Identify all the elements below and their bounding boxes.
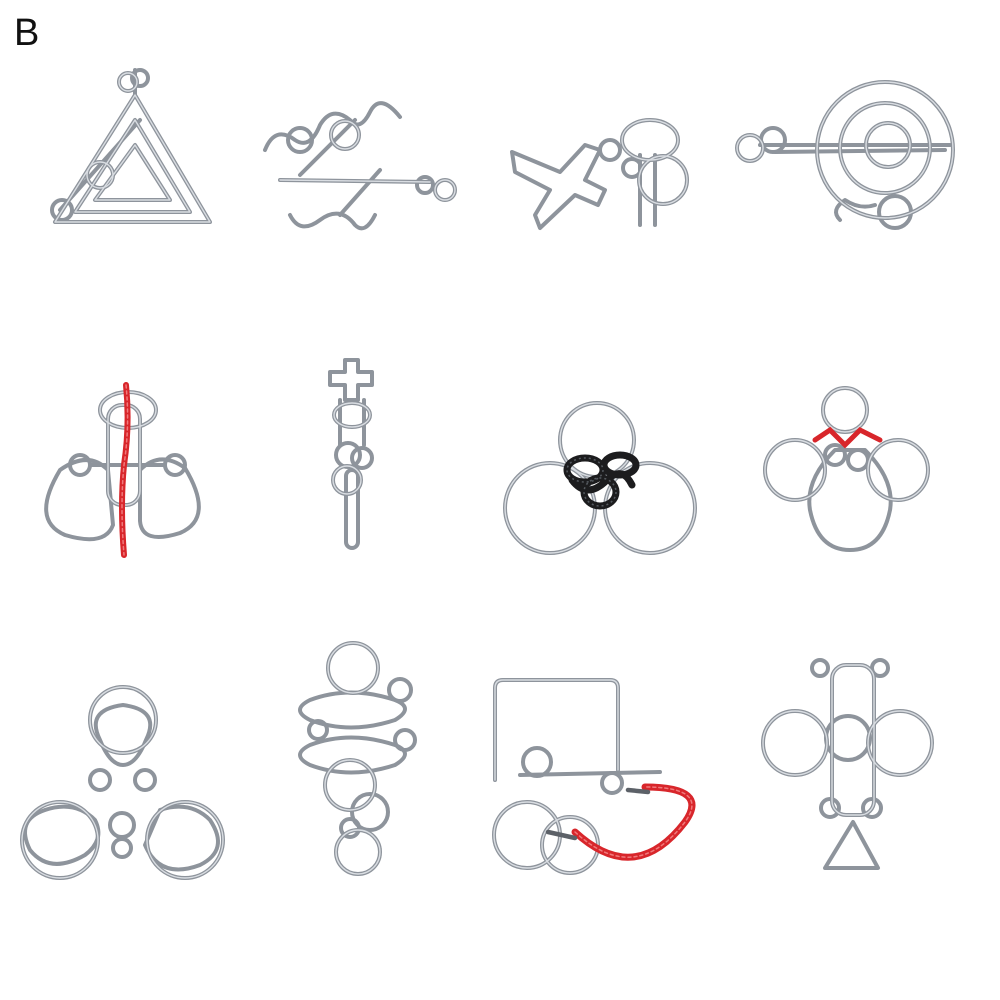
puzzle-square-rope <box>492 678 696 875</box>
puzzle-ring-figure <box>298 641 417 876</box>
puzzle-key <box>328 358 374 550</box>
puzzle-trefoil <box>20 685 225 880</box>
puzzle-airplane <box>510 118 689 230</box>
puzzle-triangle-base <box>761 658 934 870</box>
puzzle-spiral <box>735 80 955 230</box>
puzzle-teardrop-rings <box>763 386 930 552</box>
puzzle-horseshoe-rope <box>44 382 201 558</box>
puzzle-triangle <box>50 68 212 224</box>
puzzle-three-rings-knot <box>503 401 697 555</box>
panel-label: B <box>14 12 40 54</box>
puzzle-wavy <box>263 101 457 231</box>
